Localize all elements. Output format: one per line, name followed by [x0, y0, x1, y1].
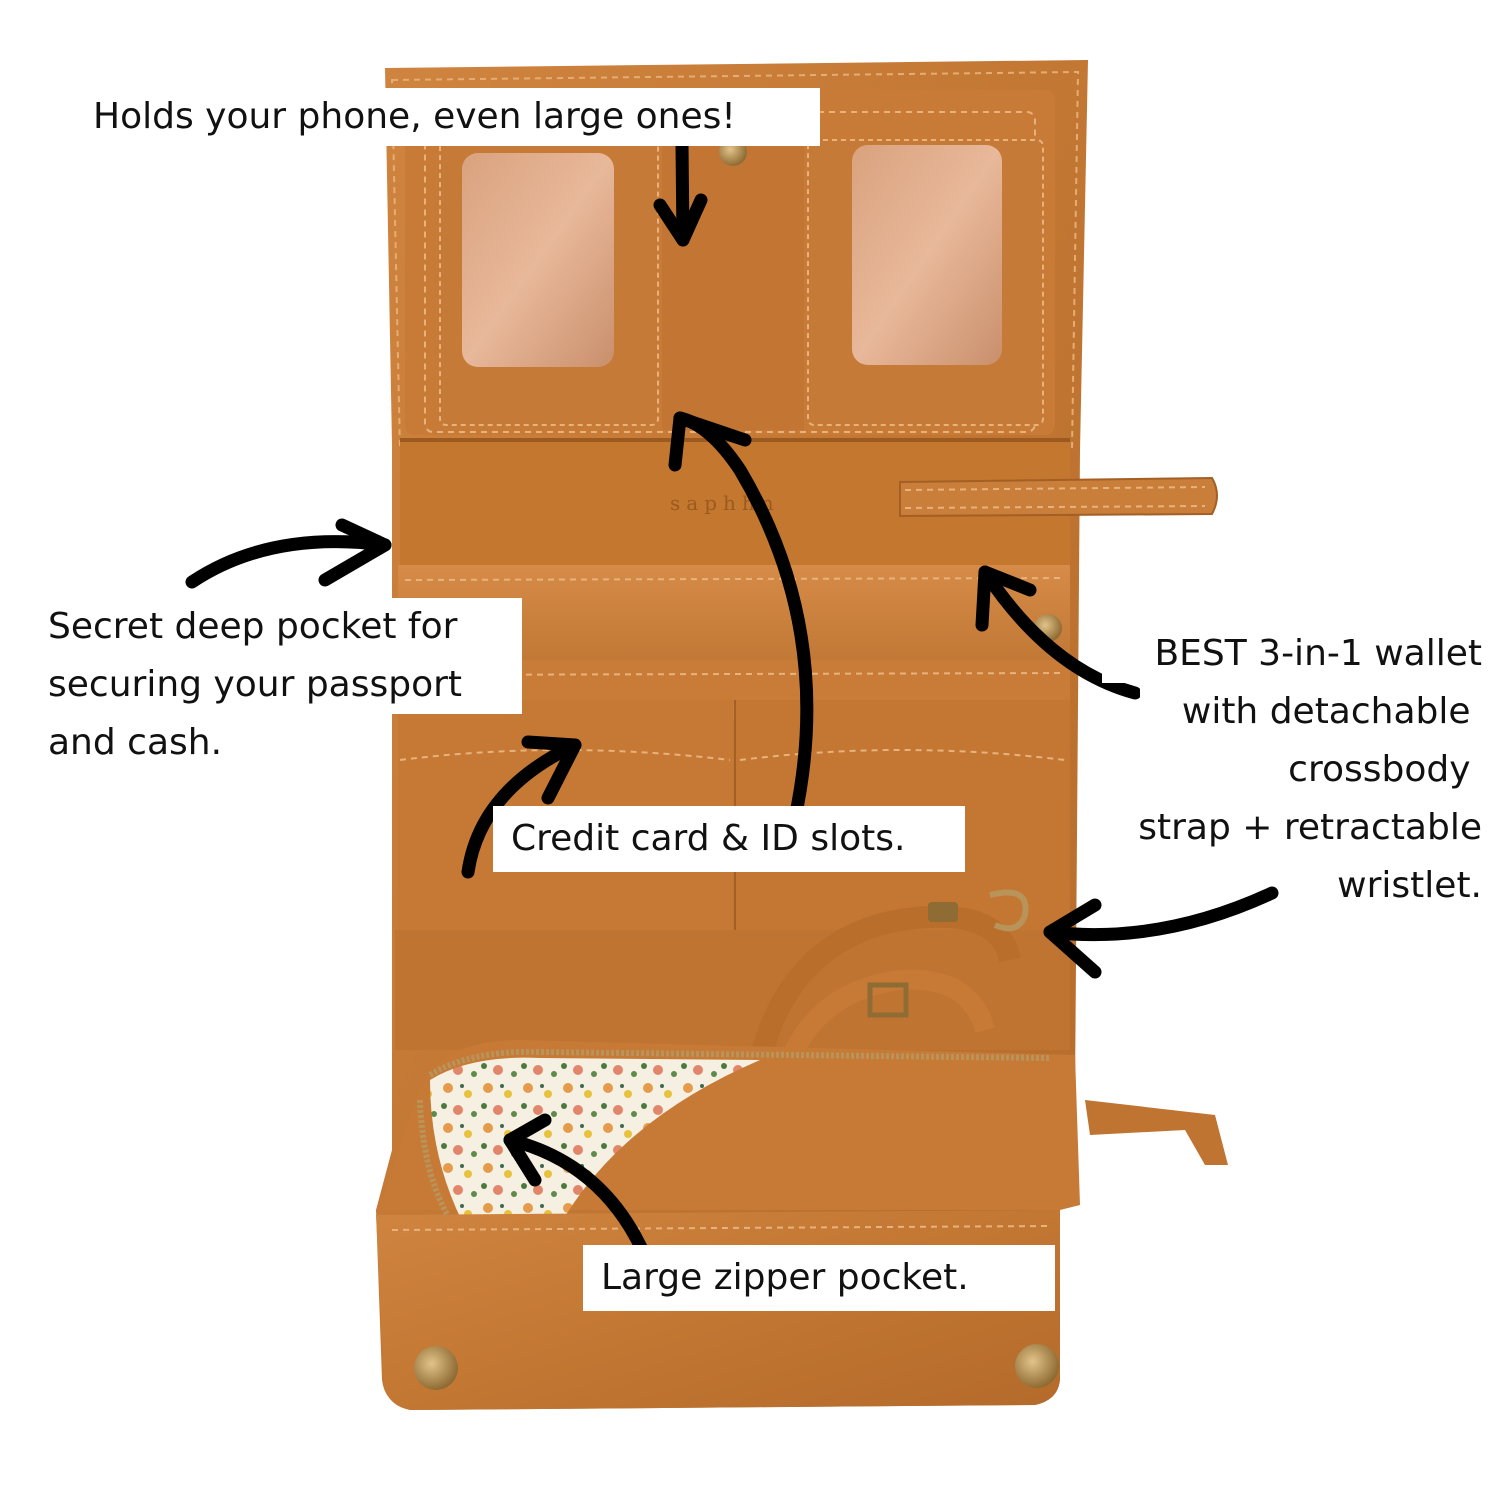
snap-button-bottom-left — [414, 1346, 458, 1390]
label-secret-pocket: Secret deep pocket for securing your pas… — [30, 598, 522, 772]
label-secret-pocket-line-3: and cash. — [30, 714, 258, 772]
label-best-wallet-line-1: BEST 3-in-1 wallet — [1102, 625, 1500, 683]
arrow-card-slots-short-head — [521, 735, 582, 805]
label-best-wallet-line-5: wristlet. — [1300, 857, 1500, 915]
label-zipper: Large zipper pocket. — [583, 1245, 1055, 1311]
arrow-card-slots-short — [461, 738, 582, 879]
zipper-section — [378, 889, 1228, 1263]
label-best-wallet: BEST 3-in-1 wallet with detachable cross… — [1102, 625, 1500, 915]
label-secret-pocket-line-1: Secret deep pocket for — [30, 598, 522, 656]
wristlet-strap — [899, 476, 1218, 518]
arrow-wristlet-head — [1043, 898, 1102, 979]
arrow-zipper-head — [503, 1113, 552, 1187]
id-window-right — [852, 145, 1002, 365]
arrow-wristlet — [1043, 886, 1279, 942]
label-phone: Holds your phone, even large ones! — [75, 88, 820, 146]
label-card-slots: Credit card & ID slots. — [493, 806, 965, 872]
arrow-zipper — [503, 1133, 657, 1275]
arrow-phone-head — [653, 193, 708, 247]
id-window-left — [462, 153, 614, 367]
annotation-arrows — [185, 138, 1279, 1275]
arrow-phone — [675, 138, 690, 247]
label-secret-pocket-line-2: securing your passport — [30, 656, 522, 714]
label-best-wallet-line-3: crossbody — [1245, 741, 1500, 799]
arrow-best-wallet-strap — [978, 565, 1142, 700]
snap-button-bottom-right — [1015, 1344, 1059, 1388]
label-best-wallet-line-4: strap + retractable — [1102, 799, 1500, 857]
arrow-best-wallet-strap-head — [975, 565, 1037, 632]
arrow-secret-pocket — [185, 535, 392, 589]
arrow-card-slots-long-head — [668, 411, 752, 472]
arrow-secret-pocket-head — [318, 518, 392, 587]
label-best-wallet-line-2: with detachable — [1140, 683, 1500, 741]
